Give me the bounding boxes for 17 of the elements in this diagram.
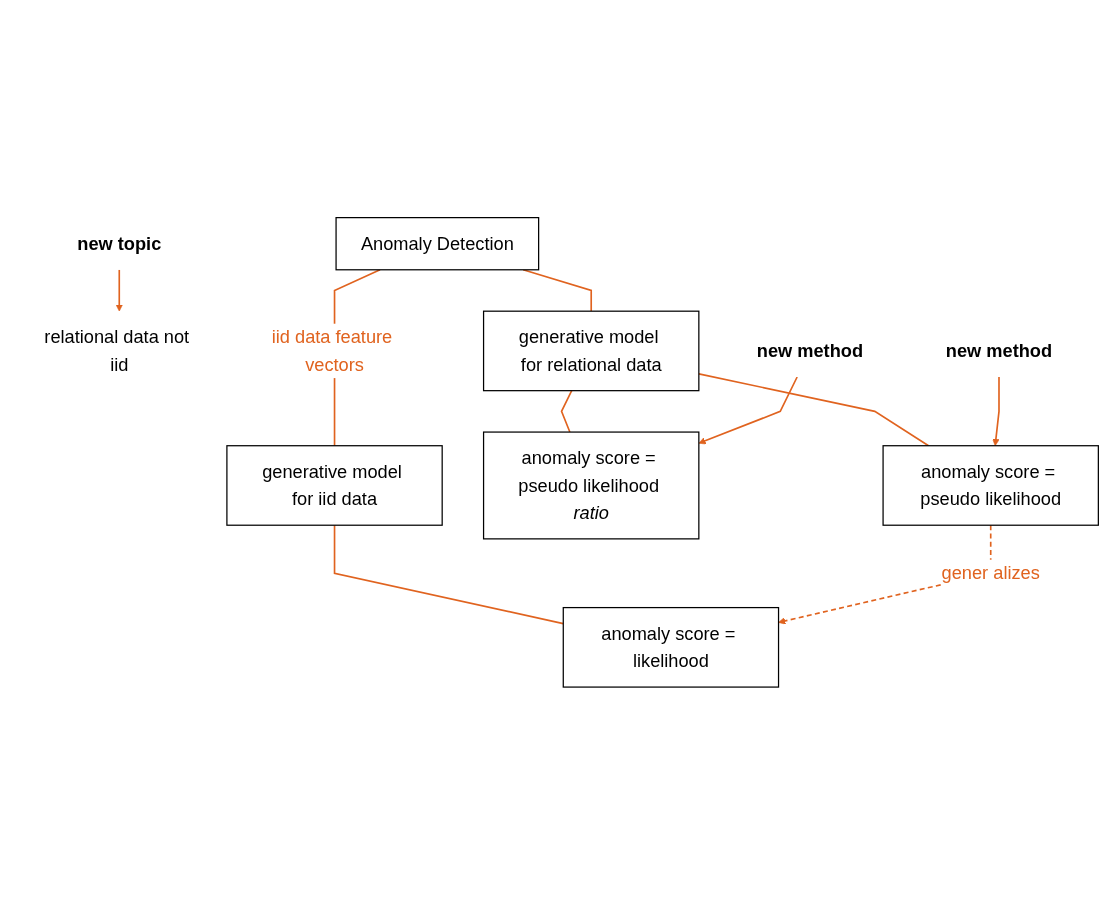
- edge-label: gener alizes: [941, 563, 1040, 584]
- node-box: anomaly score = likelihood: [562, 607, 779, 688]
- node-box: anomaly score = pseudo likelihood: [881, 445, 1099, 526]
- node-text: new topic: [76, 233, 161, 255]
- node-text: relational data not iid: [43, 327, 189, 376]
- edge-label: iid data feature vectors: [271, 327, 392, 376]
- arrow: [115, 269, 123, 312]
- node-box: anomaly score = pseudo likelihood ratio: [482, 431, 699, 540]
- node-text: new method: [945, 340, 1052, 362]
- arrow: [698, 376, 798, 445]
- node-text: new method: [756, 340, 863, 362]
- node-box: Anomaly Detection: [334, 217, 539, 271]
- node-box: generative model for iid data: [225, 445, 443, 526]
- node-box: generative model for relational data: [482, 310, 699, 392]
- connector: [560, 390, 573, 434]
- connector: [521, 269, 592, 313]
- arrow: [991, 376, 1000, 447]
